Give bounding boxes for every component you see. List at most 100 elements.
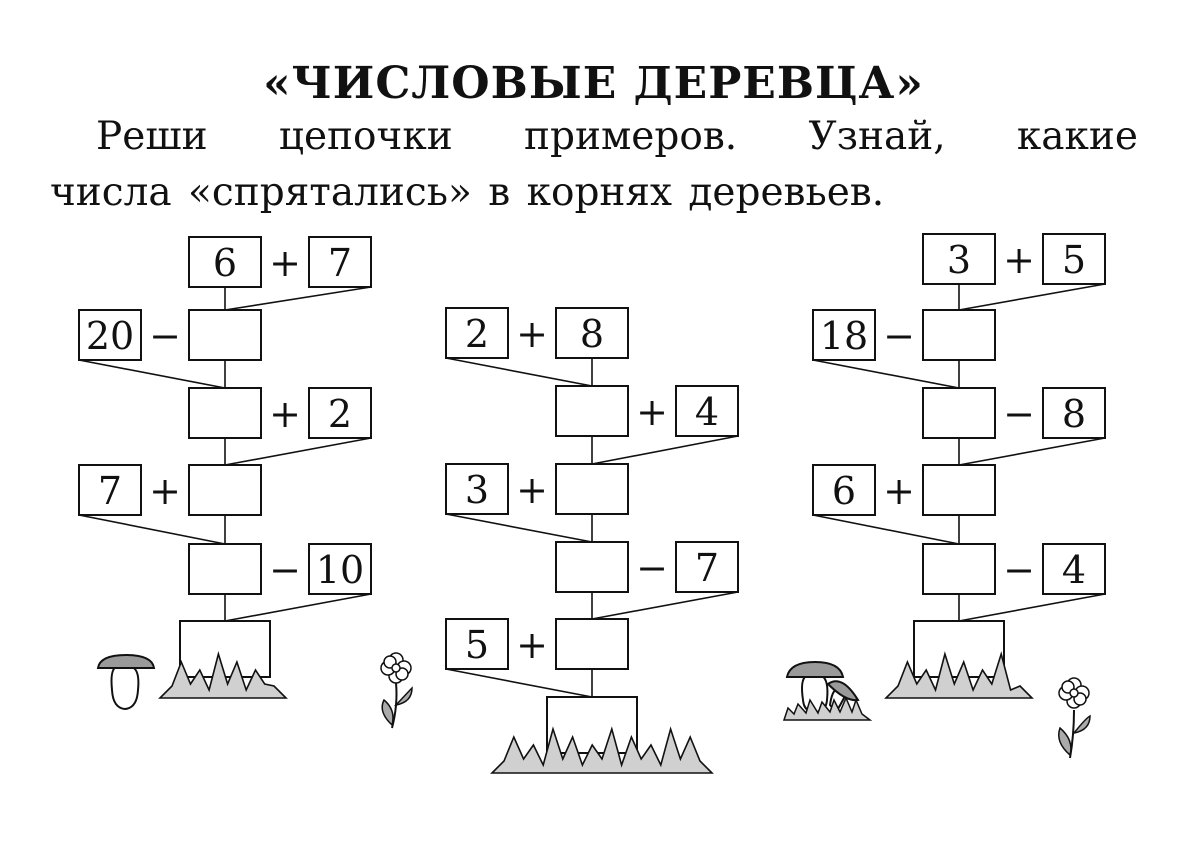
step-value-box (922, 387, 996, 439)
step-operand-box (78, 309, 142, 361)
step-value-box (555, 541, 629, 593)
operator-sign: + (516, 312, 548, 356)
step-operand-box (308, 543, 372, 595)
step-value-box (922, 309, 996, 361)
operator-sign: − (149, 314, 181, 358)
tree-branch (78, 514, 226, 545)
step-operand-box (1042, 387, 1106, 439)
tree-root-box (913, 620, 1005, 678)
step-operand: 8 (1062, 392, 1086, 436)
tree-branch (958, 283, 1106, 311)
step-value-box (922, 543, 996, 595)
operator-sign: + (516, 468, 548, 512)
tree-branch (812, 359, 960, 389)
grass-icon (490, 726, 714, 774)
step-operand-box (78, 464, 142, 516)
operator-sign: − (636, 546, 668, 590)
step-operand: 2 (328, 392, 352, 436)
tree-branch (224, 593, 372, 622)
tree-branch (224, 286, 372, 311)
step-value-box (555, 463, 629, 515)
tree-branch (78, 359, 226, 389)
step-value-box (555, 385, 629, 437)
operator-sign: − (1003, 548, 1035, 592)
tree-step: 4− (922, 543, 1106, 622)
step-value-box (188, 236, 262, 288)
step-operand-box (445, 463, 509, 515)
step-operand: 4 (695, 390, 719, 434)
operator-sign: + (1003, 238, 1035, 282)
step-operand-box (675, 385, 739, 437)
step-value-box (555, 307, 629, 359)
tree-branch (591, 591, 739, 620)
instruction-line-2: числа «спрятались» в корнях деревьев. (50, 170, 885, 215)
step-operand: 4 (1062, 548, 1086, 592)
step-operand: 5 (465, 623, 489, 667)
step-value: 6 (213, 241, 237, 285)
tree-branch (445, 513, 593, 543)
instruction-line-1: Реши цепочки примеров. Узнай, какие (96, 114, 1138, 159)
step-operand-box (812, 309, 876, 361)
step-value-box (922, 464, 996, 516)
step-operand: 7 (328, 241, 352, 285)
step-operand-box (445, 307, 509, 359)
step-operand: 18 (820, 314, 868, 358)
operator-sign: + (883, 469, 915, 513)
tree-branch (224, 437, 372, 466)
tree-step: 7+ (78, 464, 262, 545)
step-operand-box (1042, 233, 1106, 285)
tree-step: 7− (555, 541, 739, 620)
tree-root-box (179, 620, 271, 678)
step-operand-box (308, 236, 372, 288)
grass-icon (782, 696, 873, 721)
step-value-box (922, 233, 996, 285)
operator-sign: + (269, 241, 301, 285)
operator-sign: − (883, 314, 915, 358)
tree-step: 6+ (812, 464, 996, 545)
tree-step: 2+ (188, 387, 372, 466)
tree-step: 3 5 + (922, 233, 1106, 311)
operator-sign: + (149, 469, 181, 513)
tree-step: 2 8 + (445, 307, 629, 387)
step-value-box (188, 543, 262, 595)
grass-icon (884, 651, 1034, 699)
operator-sign: + (269, 392, 301, 436)
operator-sign: + (636, 390, 668, 434)
mushroom-icon (96, 653, 156, 711)
step-value-box (188, 387, 262, 439)
step-operand: 10 (316, 548, 364, 592)
step-operand-box (675, 541, 739, 593)
step-value: 3 (947, 238, 971, 282)
step-value-box (188, 464, 262, 516)
tree-root-box (546, 696, 638, 754)
step-operand-box (445, 618, 509, 670)
flower-icon (1058, 677, 1091, 759)
step-value-box (555, 618, 629, 670)
step-value: 8 (580, 312, 604, 356)
step-operand: 20 (86, 314, 134, 358)
step-operand: 7 (98, 469, 122, 513)
step-operand: 2 (465, 312, 489, 356)
tree-step: 8− (922, 387, 1106, 466)
tree-branch (812, 514, 960, 545)
tree-step: 20− (78, 309, 262, 389)
step-operand: 5 (1062, 238, 1086, 282)
flower-icon (380, 652, 413, 729)
tree-step: 4+ (555, 385, 739, 465)
step-operand: 3 (465, 468, 489, 512)
grass-icon (158, 651, 288, 699)
step-operand-box (308, 387, 372, 439)
tree-step: 6 7 + (188, 236, 372, 311)
tree-branch (591, 435, 739, 465)
tree-step: 5+ (445, 618, 629, 698)
tree-step: 18− (812, 309, 996, 389)
step-operand: 7 (695, 546, 719, 590)
decorations (96, 652, 1091, 759)
operator-sign: − (269, 548, 301, 592)
step-operand-box (812, 464, 876, 516)
